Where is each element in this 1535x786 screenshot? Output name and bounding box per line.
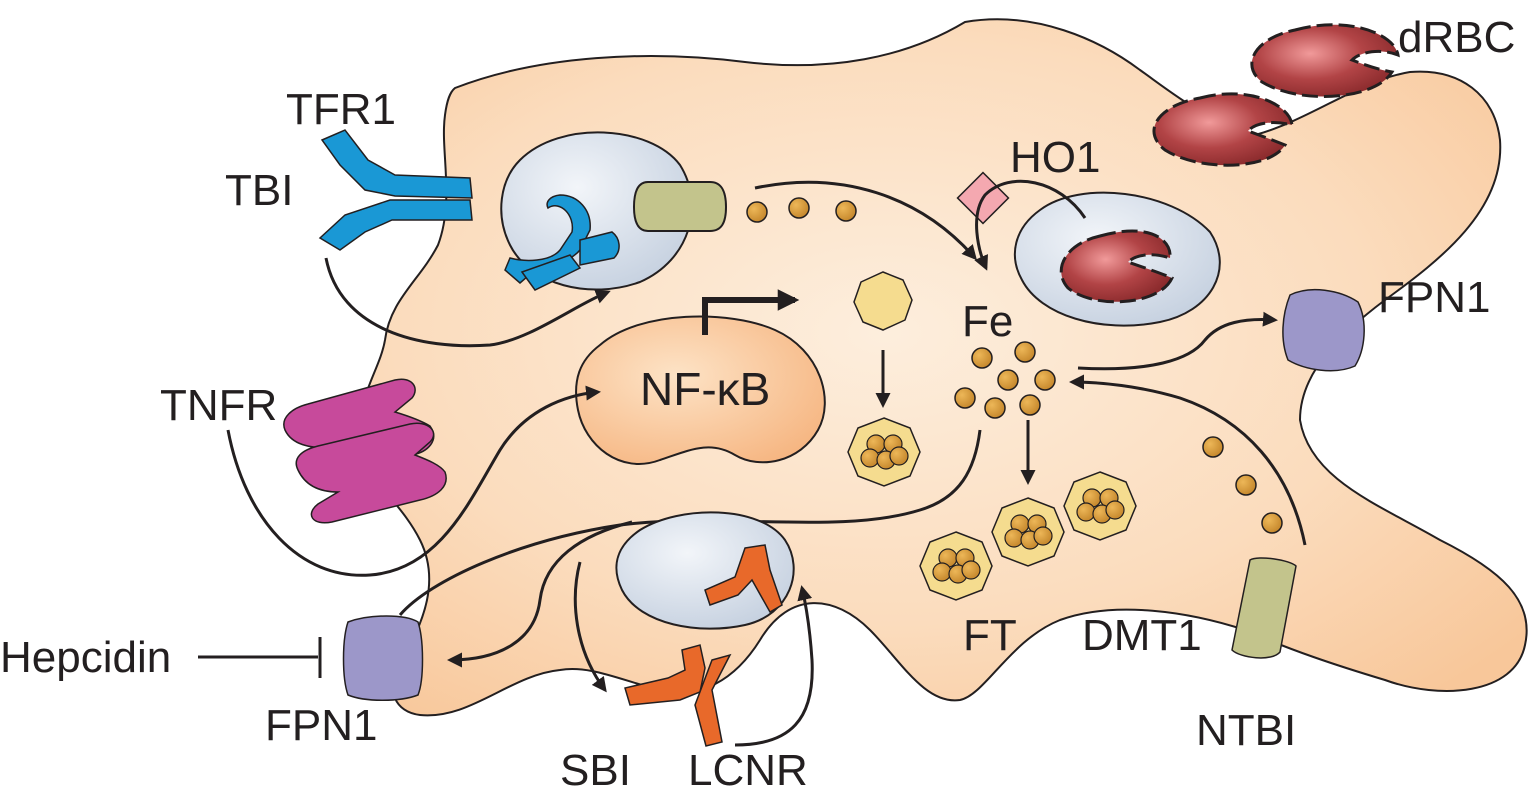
ferritin-core-4 <box>919 531 993 601</box>
tfr1-receptor <box>318 129 473 251</box>
dmt1-transporter <box>1231 557 1297 659</box>
endosome-tfr1 <box>500 131 693 291</box>
arrow-sbi-uptake <box>573 561 607 693</box>
label-tbi: TBI <box>225 166 293 215</box>
label-ntbi: NTBI <box>1196 706 1296 755</box>
label-fpn1-bottom: FPN1 <box>265 701 377 750</box>
damaged-rbc-top <box>1250 23 1400 98</box>
arrow-endosome-to-fe <box>754 180 977 261</box>
hepcidin-inhibition <box>198 637 322 678</box>
endosome-dmt1 <box>632 181 728 232</box>
endosome-lcnr <box>615 511 795 630</box>
phagocytosed-rbc <box>1059 229 1174 304</box>
arrow-ho1-to-fe <box>974 179 1087 271</box>
label-ho1: HO1 <box>1010 133 1100 182</box>
nucleus <box>575 315 826 465</box>
label-tnfr: TNFR <box>160 381 277 430</box>
ferritin-core-3 <box>1063 471 1137 541</box>
lcnr-receptor <box>624 644 732 747</box>
arrow-lcnr-endocytosis <box>734 585 814 747</box>
internalized-lcnr <box>704 544 783 614</box>
pathway-arrows <box>226 179 1307 747</box>
label-tfr1: TFR1 <box>286 85 396 134</box>
label-sbi: SBI <box>560 746 631 786</box>
internalized-tfr1 <box>504 194 620 291</box>
fpn1-right-transporter <box>1282 288 1365 372</box>
label-drbc: dRBC <box>1398 13 1515 62</box>
tnfr-receptor <box>283 378 447 524</box>
ntbi-iron-dots <box>1202 436 1283 534</box>
ferritin-apoprotein <box>853 271 913 331</box>
arrow-ntbi-to-fe <box>1069 374 1307 546</box>
labile-iron-pool <box>954 341 1056 419</box>
arrow-fe-to-fpn1-right <box>1077 311 1278 371</box>
arrow-tbi-endocytosis <box>324 257 611 348</box>
ferritin-core-2 <box>991 497 1065 567</box>
label-dmt1: DMT1 <box>1082 611 1202 660</box>
label-hepcidin: Hepcidin <box>0 633 171 682</box>
damaged-rbc-middle <box>1152 92 1294 167</box>
label-fpn1-right: FPN1 <box>1378 273 1490 322</box>
label-fe: Fe <box>962 297 1013 346</box>
label-nfkb: NF-κB <box>640 363 770 415</box>
iron-dots-endosome <box>746 197 857 223</box>
label-ft: FT <box>963 611 1017 660</box>
arrow-nfkb-transcription <box>702 289 800 335</box>
arrow-tnfr-to-nfkb <box>226 385 601 577</box>
ferritin-core-1 <box>847 417 921 487</box>
fpn1-bottom-transporter <box>342 615 424 701</box>
label-lcnr: LCNR <box>688 746 808 786</box>
arrow-fe-to-fpn1-bottom <box>447 520 633 668</box>
